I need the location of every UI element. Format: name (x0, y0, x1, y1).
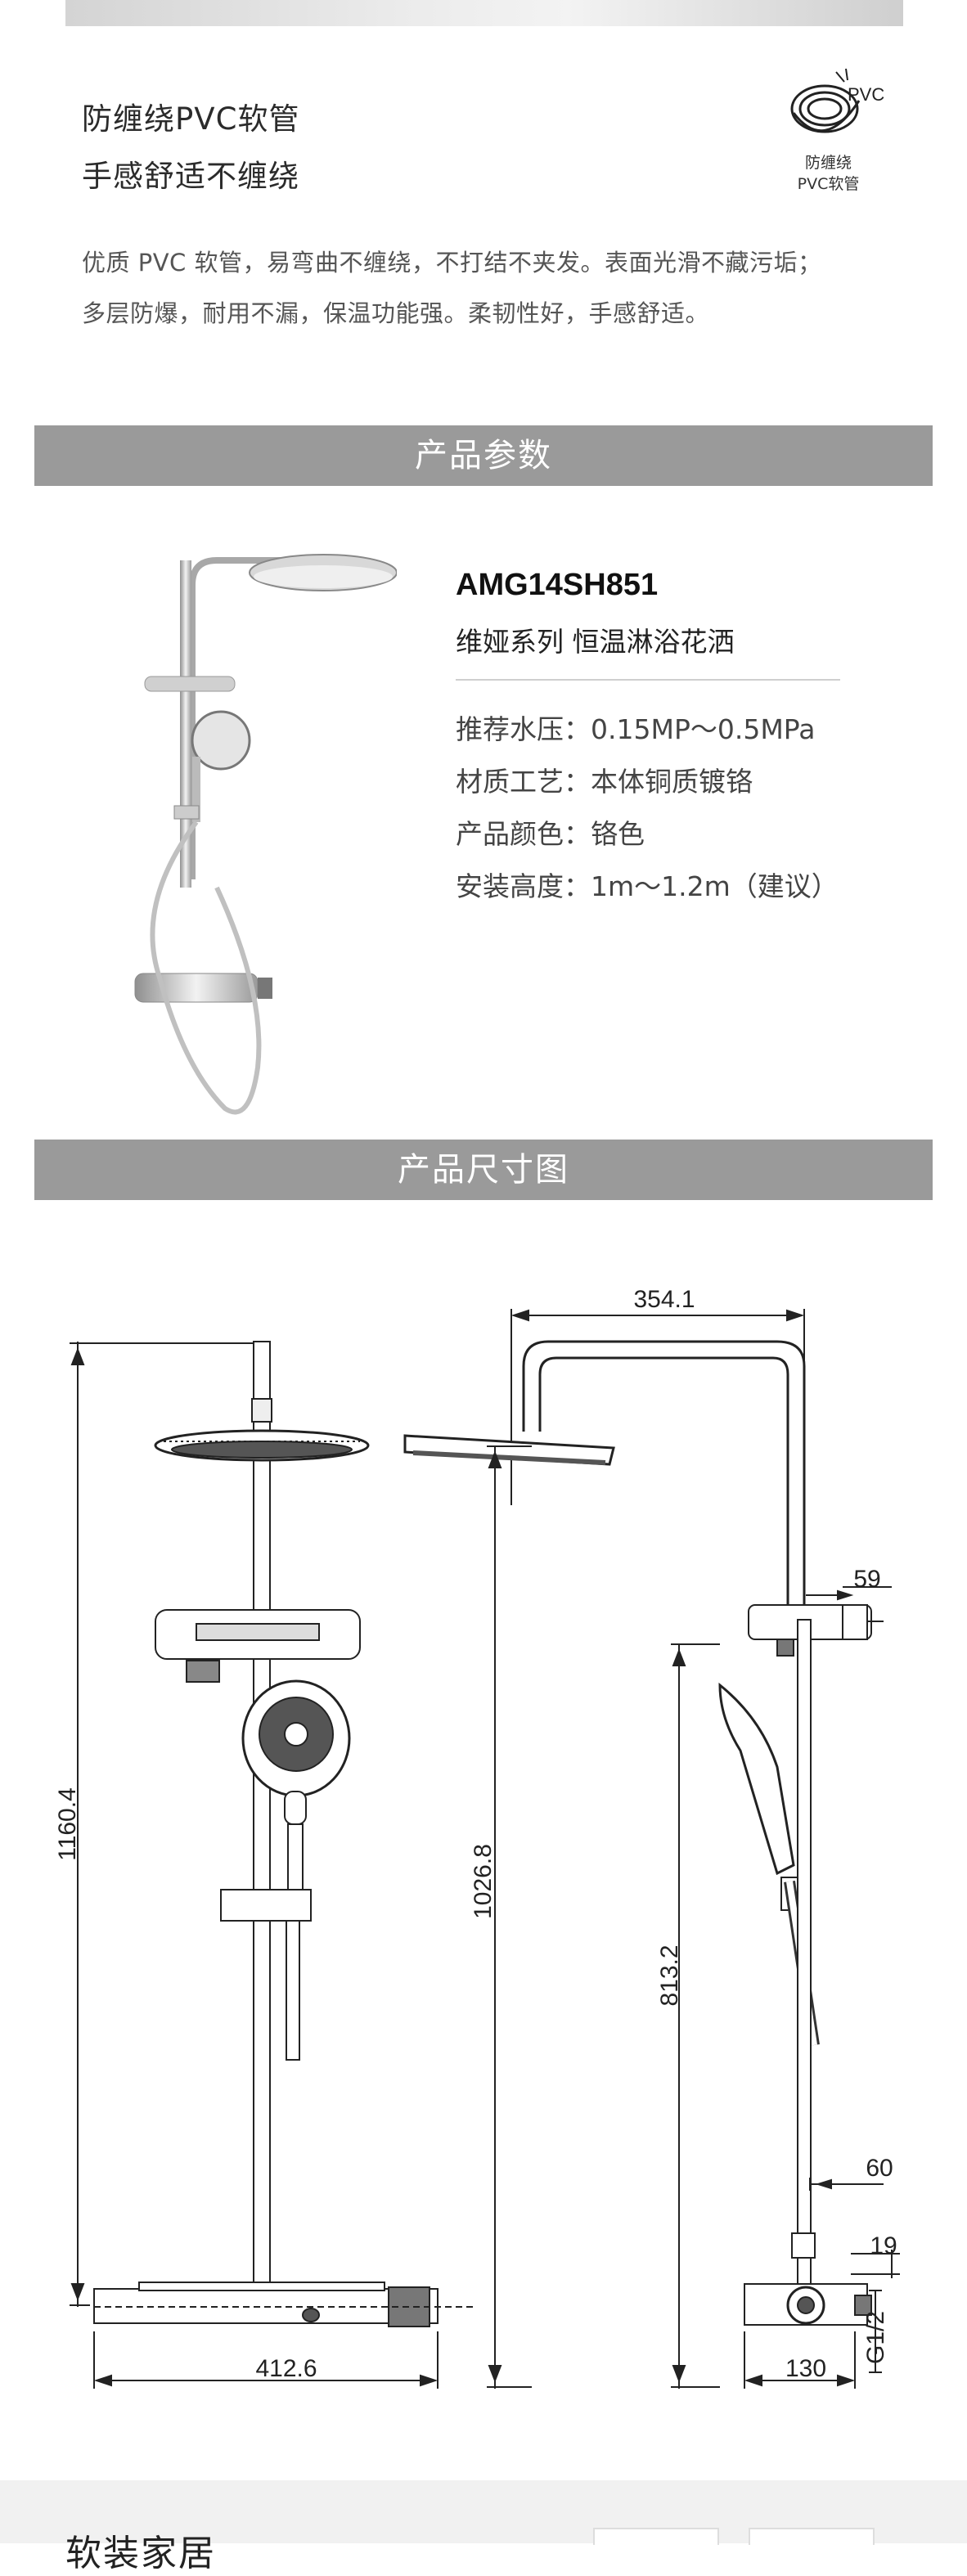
feature-description: 优质 PVC 软管，易弯曲不缠绕，不打结不夹发。表面光滑不藏污垢； 多层防爆，耐… (82, 237, 900, 339)
dim-depth: 130 (785, 2355, 826, 2382)
dim-holder-height: 813.2 (656, 1944, 683, 2006)
spec-row: 安装高度：1m～1.2m（建议） (456, 870, 839, 902)
top-photo-strip (65, 0, 903, 26)
badge-caption-line2: PVC软管 (797, 175, 860, 193)
badge-caption: 防缠绕 PVC软管 (773, 152, 884, 195)
spec-row: 推荐水压：0.15MP～0.5MPa (456, 713, 816, 745)
feature-description-line2: 多层防爆，耐用不漏，保温功能强。柔韧性好，手感舒适。 (82, 299, 710, 327)
bottom-thumb-2 (749, 2528, 875, 2545)
dim-head-height: 1026.8 (470, 1844, 497, 1919)
dim-inlet-offset: 19 (870, 2232, 897, 2259)
dim-thread: G1/2 (862, 2311, 889, 2364)
product-series: 维娅系列 恒温淋浴花洒 (456, 626, 735, 658)
dim-total-height: 1160.4 (54, 1787, 81, 1861)
params-section-header: 产品参数 (34, 425, 933, 486)
model-number: AMG14SH851 (456, 568, 659, 602)
dim-wall-offset: 60 (866, 2155, 893, 2182)
feature-title-line2: 手感舒适不缠绕 (82, 159, 299, 194)
bottom-partial-text: 软装家居 (65, 2533, 216, 2574)
spec-list: 推荐水压：0.15MP～0.5MPa 材质工艺：本体铜质镀铬 产品颜色：铬色 安… (456, 704, 839, 913)
spec-row: 产品颜色：铬色 (456, 818, 645, 850)
dim-shelf-offset: 59 (853, 1566, 880, 1593)
pvc-logo-text: PVC (848, 84, 884, 105)
feature-description-line1: 优质 PVC 软管，易弯曲不缠绕，不打结不夹发。表面光滑不藏污垢； (82, 249, 822, 276)
feature-title-line1: 防缠绕PVC软管 (82, 101, 300, 137)
badge-caption-line1: 防缠绕 (804, 154, 852, 172)
dim-total-width: 412.6 (255, 2355, 317, 2382)
dim-arm-length: 354.1 (633, 1286, 695, 1313)
dimension-section-header: 产品尺寸图 (34, 1140, 933, 1200)
dimension-drawing: 1160.4 412.6 354.1 (0, 1227, 967, 2421)
pvc-badge-icon: PVC (777, 64, 892, 154)
bottom-thumb-1 (593, 2528, 719, 2545)
product-image (127, 536, 398, 1125)
spec-row: 材质工艺：本体铜质镀铬 (456, 766, 753, 798)
spec-divider (456, 679, 840, 681)
